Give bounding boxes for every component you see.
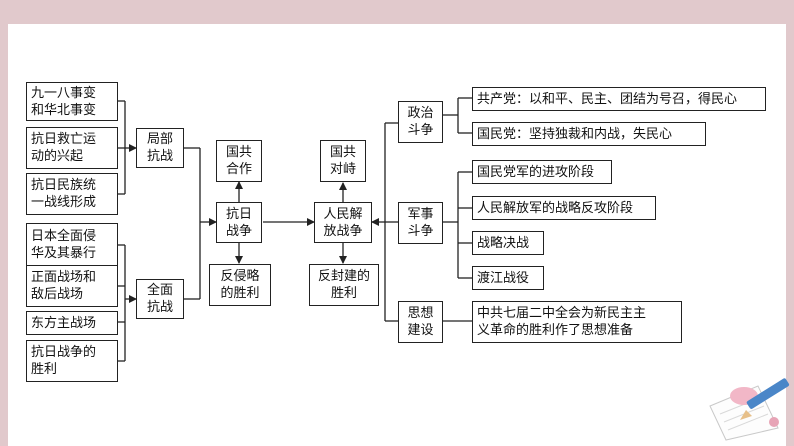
detail-yangtze-crossing: 渡江战役: [472, 266, 544, 290]
node-battlefields: 正面战场和 敌后战场: [26, 265, 118, 307]
node-military-struggle: 军事 斗争: [398, 202, 443, 244]
detail-strategic-battles: 战略决战: [472, 231, 544, 255]
detail-pla-counteroffensive: 人民解放军的战略反攻阶段: [472, 196, 656, 220]
detail-kmt: 国民党：坚持独裁和内战，失民心: [472, 122, 706, 146]
node-eastern-front: 东方主战场: [26, 311, 118, 335]
detail-cpc: 共产党：以和平、民主、团结为号召，得民心: [472, 87, 766, 111]
node-jiuwang-movement: 抗日救亡运 动的兴起: [26, 127, 118, 169]
node-united-front: 抗日民族统 一战线形成: [26, 173, 118, 215]
node-japan-invasion: 日本全面侵 华及其暴行: [26, 223, 118, 266]
detail-second-plenum: 中共七届二中全会为新民主主 义革命的胜利作了思想准备: [472, 301, 682, 343]
slide-border-right: [786, 24, 794, 446]
detail-kmt-offensive: 国民党军的进攻阶段: [472, 160, 612, 184]
node-anti-aggression-victory: 反侵略 的胜利: [209, 264, 271, 306]
node-kmt-cpc-standoff: 国共 对峙: [320, 140, 366, 182]
node-political-struggle: 政治 斗争: [398, 101, 443, 143]
node-918-huabei: 九一八事变 和华北事变: [26, 82, 118, 121]
top-bar: [0, 0, 794, 24]
node-local-resistance: 局部 抗战: [136, 128, 184, 168]
node-ideological-building: 思想 建设: [398, 301, 443, 343]
node-war-victory: 抗日战争的 胜利: [26, 340, 118, 382]
node-anti-feudal-victory: 反封建的 胜利: [309, 264, 379, 306]
slide-border-left: [0, 24, 8, 446]
node-anti-japanese-war: 抗日 战争: [216, 202, 262, 243]
pencil-paper-icon: [709, 378, 790, 441]
node-kmt-cpc-cooperation: 国共 合作: [216, 140, 262, 182]
node-liberation-war: 人民解 放战争: [314, 202, 372, 243]
node-full-resistance: 全面 抗战: [136, 279, 184, 319]
